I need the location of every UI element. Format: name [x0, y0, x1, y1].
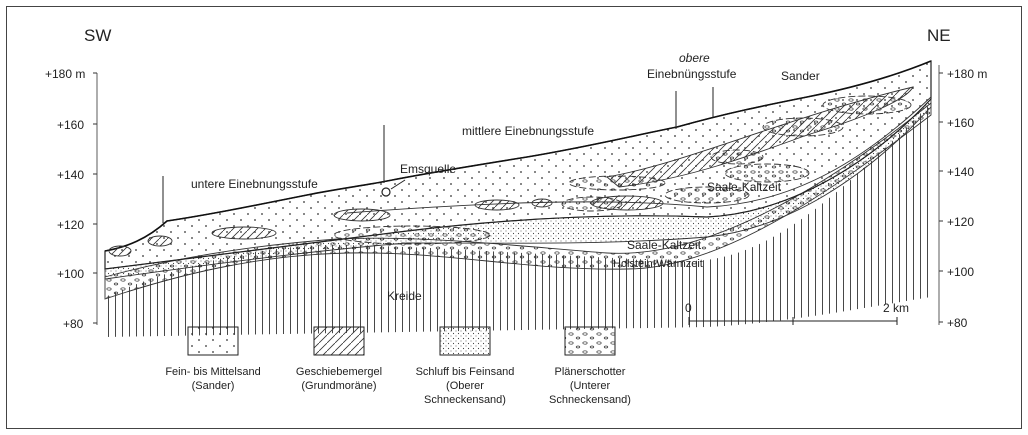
- legend-swatch-plaenerschotter: [565, 327, 615, 355]
- legend-sand-line1: Fein- bis Mittelsand: [165, 366, 260, 378]
- right-tick-80: +80: [947, 316, 968, 330]
- legend-sand-line2: (Sander): [192, 380, 235, 392]
- right-tick-100: +100: [947, 265, 974, 279]
- left-tick-80: +80: [63, 317, 84, 331]
- label-kreide: Kreide: [387, 289, 422, 303]
- scale-start: 0: [685, 301, 692, 315]
- legend-mergel-line2: (Grundmoräne): [301, 380, 376, 392]
- diagram-frame: SW NE +180 m +160 +140 +120 +100 +80 +18…: [6, 6, 1022, 429]
- label-sander: Sander: [781, 69, 820, 83]
- scale-end: 2 km: [883, 301, 909, 315]
- right-axis: +180 m +160 +140 +120 +100 +80: [939, 65, 987, 330]
- legend: Fein- bis Mittelsand (Sander) Geschiebem…: [165, 327, 631, 406]
- legend-pebble-line3: Schneckensand): [549, 394, 631, 406]
- legend-pebble-line2: (Unterer: [570, 380, 611, 392]
- legend-schluff-line3: Schneckensand): [424, 394, 506, 406]
- legend-swatch-schluff: [440, 327, 490, 355]
- legend-schluff-line1: Schluff bis Feinsand: [416, 366, 515, 378]
- legend-mergel-line1: Geschiebemergel: [296, 366, 382, 378]
- right-tick-120: +120: [947, 215, 974, 229]
- label-holstein-warmzeit: Holstein-Wärmzeit: [613, 258, 703, 270]
- label-obere-line1: obere: [679, 51, 710, 65]
- left-tick-100: +100: [57, 267, 84, 281]
- label-emsquelle: Emsquelle: [400, 162, 456, 176]
- label-untere-einebnungsstufe: untere Einebnungsstufe: [191, 177, 318, 191]
- legend-pebble-line1: Plänerschotter: [555, 366, 626, 378]
- left-tick-160: +160: [57, 118, 84, 132]
- legend-schluff-line2: (Oberer: [446, 380, 484, 392]
- label-mittlere-einebnungsstufe: mittlere Einebnungsstufe: [462, 124, 594, 138]
- right-tick-180: +180 m: [947, 67, 987, 81]
- legend-swatch-geschiebemergel: [314, 327, 364, 355]
- geologic-cross-section: SW NE +180 m +160 +140 +120 +100 +80 +18…: [7, 7, 1023, 430]
- emsquelle-spring-icon: [382, 188, 390, 196]
- orientation-ne: NE: [927, 26, 951, 45]
- left-axis: +180 m +160 +140 +120 +100 +80: [45, 67, 97, 331]
- right-tick-160: +160: [947, 116, 974, 130]
- left-tick-140: +140: [57, 168, 84, 182]
- label-saale-kaltzeit-lower: Saale-Kaltzeit: [627, 238, 702, 252]
- legend-swatch-sand: [188, 327, 238, 355]
- right-tick-140: +140: [947, 165, 974, 179]
- label-saale-kaltzeit-upper: Saale-Kaltzeit: [707, 180, 782, 194]
- left-tick-180: +180 m: [45, 67, 85, 81]
- label-obere-line2: Einebnüngsstufe: [647, 67, 737, 81]
- left-tick-120: +120: [57, 218, 84, 232]
- orientation-sw: SW: [84, 26, 111, 45]
